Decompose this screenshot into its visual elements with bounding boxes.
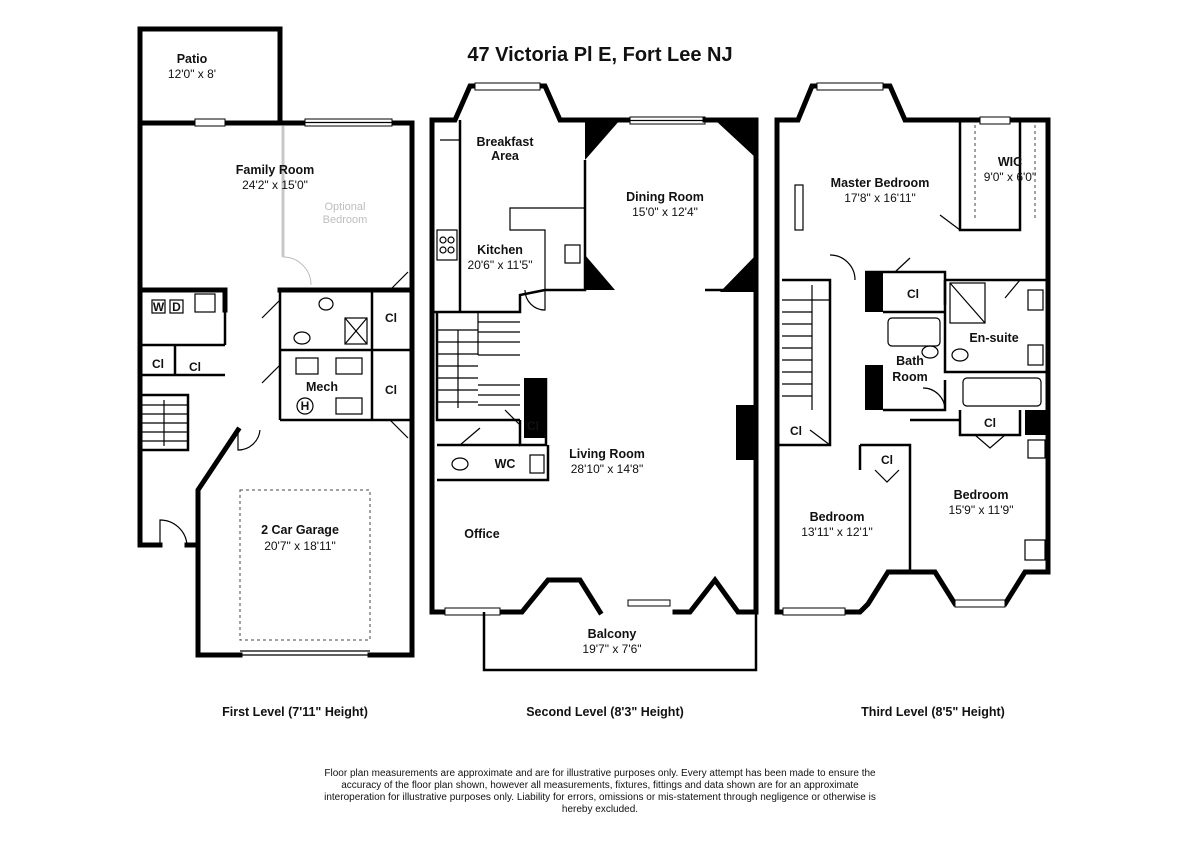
bath-room-line2: Room xyxy=(892,370,927,384)
bedroom-1-name: Bedroom xyxy=(810,510,865,524)
closet-label: Cl xyxy=(385,383,397,397)
bedroom-1-dims: 13'11" x 12'1" xyxy=(801,525,873,539)
kitchen-dims: 20'6" x 11'5" xyxy=(468,258,533,272)
wc-name: WC xyxy=(495,457,516,471)
level-label-first: First Level (7'11" Height) xyxy=(222,705,368,719)
breakfast-line1: Breakfast xyxy=(477,135,535,149)
closet-label: Cl xyxy=(984,416,996,430)
disclaimer-text: Floor plan measurements are approximate … xyxy=(324,768,876,815)
second-level-plan: Cl xyxy=(429,82,759,672)
breakfast-line2: Area xyxy=(491,149,520,163)
dining-room-name: Dining Room xyxy=(626,190,704,204)
wic-dims: 9'0" x 6'0" xyxy=(984,170,1036,184)
optional-bedroom-line1: Optional xyxy=(325,201,366,213)
ensuite-name: En-suite xyxy=(969,331,1018,345)
optional-bedroom-line2: Bedroom xyxy=(323,214,368,226)
closet-label: Cl xyxy=(189,360,201,374)
garage-name: 2 Car Garage xyxy=(261,523,339,537)
living-room-dims: 28'10" x 14'8" xyxy=(571,462,644,476)
closet-label: Cl xyxy=(790,424,802,438)
bath-room-line1: Bath xyxy=(896,354,924,368)
first-level-plan: W D Cl Cl Cl Cl H xyxy=(137,26,415,658)
third-level-plan: Cl Cl Cl Cl xyxy=(774,82,1051,616)
master-bedroom-dims: 17'8" x 16'11" xyxy=(844,191,916,205)
closet-label: Cl xyxy=(907,287,919,301)
closet-label: Cl xyxy=(527,419,539,433)
office-name: Office xyxy=(464,527,499,541)
mech-name: Mech xyxy=(306,380,338,394)
dining-room-dims: 15'0" x 12'4" xyxy=(632,205,698,219)
living-room-name: Living Room xyxy=(569,447,645,461)
closet-label: Cl xyxy=(881,453,893,467)
garage-dims: 20'7" x 18'11" xyxy=(264,539,336,553)
closet-label: Cl xyxy=(152,357,164,371)
balcony-name: Balcony xyxy=(588,627,637,641)
level-label-third: Third Level (8'5" Height) xyxy=(861,705,1005,719)
balcony-dims: 19'7" x 7'6" xyxy=(582,642,641,656)
wic-name: WIC xyxy=(998,155,1022,169)
family-room-dims: 24'2" x 15'0" xyxy=(242,178,308,192)
heater-label: H xyxy=(301,399,310,413)
patio-name: Patio xyxy=(177,52,208,66)
bedroom-2-name: Bedroom xyxy=(954,488,1009,502)
dryer-label: D xyxy=(172,300,181,314)
family-room-name: Family Room xyxy=(236,163,315,177)
master-bedroom-name: Master Bedroom xyxy=(831,176,930,190)
washer-label: W xyxy=(153,300,165,314)
level-label-second: Second Level (8'3" Height) xyxy=(526,705,684,719)
plan-title: 47 Victoria Pl E, Fort Lee NJ xyxy=(467,44,732,66)
bedroom-2-dims: 15'9" x 11'9" xyxy=(949,503,1014,517)
kitchen-name: Kitchen xyxy=(477,243,523,257)
patio-dims: 12'0" x 8' xyxy=(168,67,216,81)
closet-label: Cl xyxy=(385,311,397,325)
